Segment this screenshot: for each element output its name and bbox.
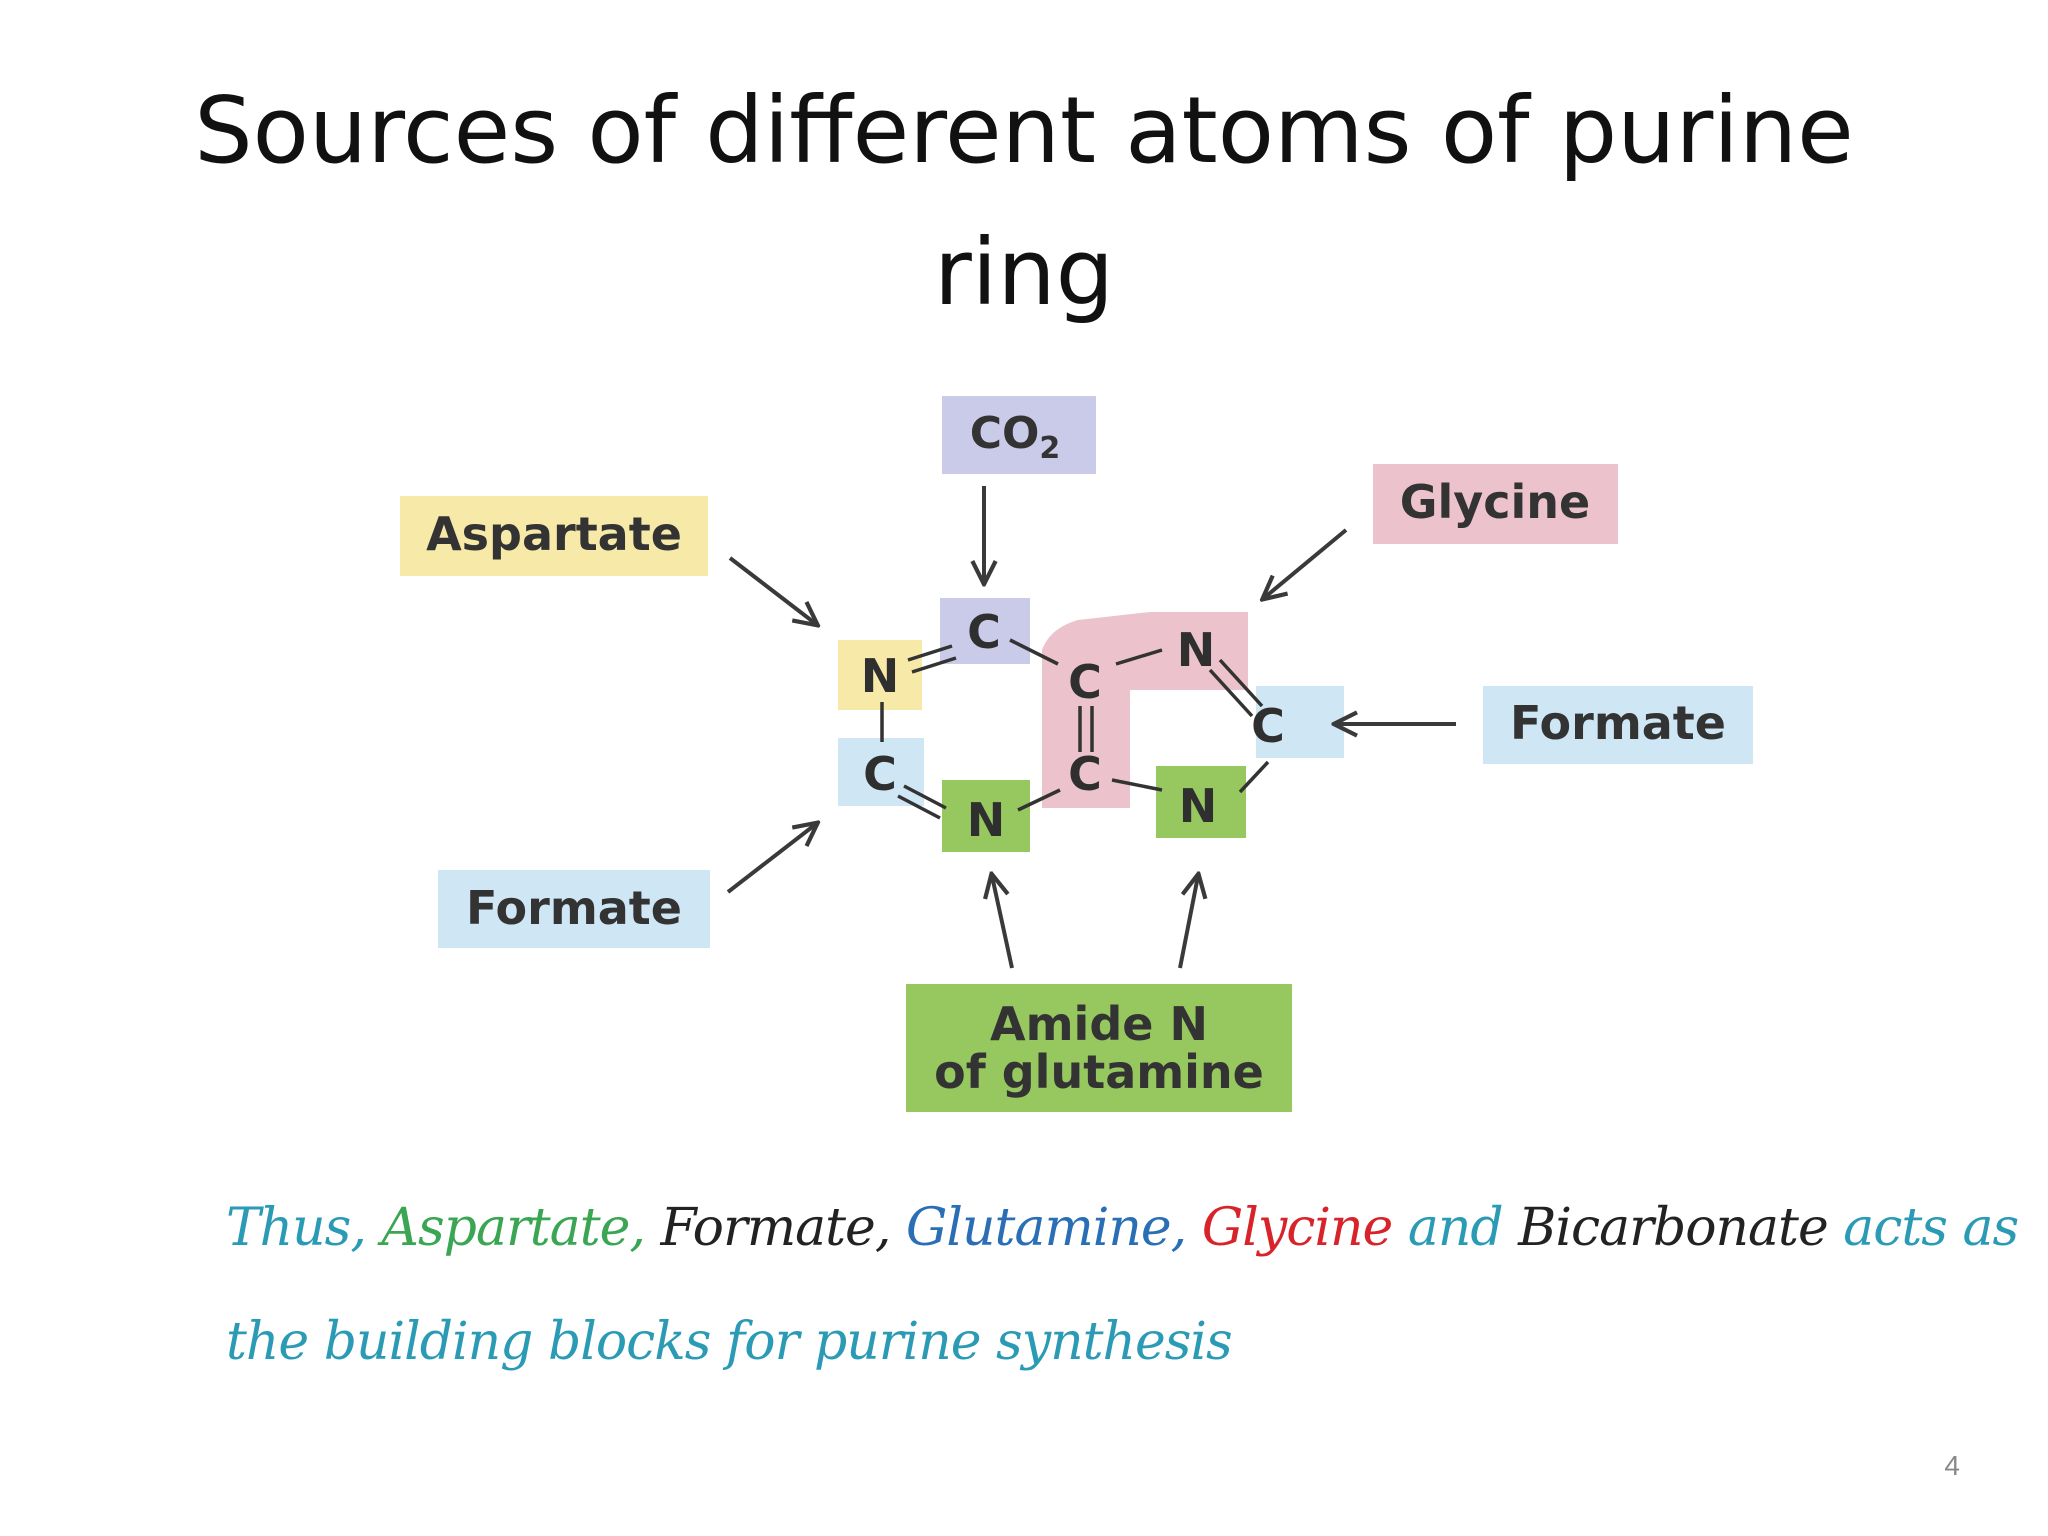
aspartate-box [400,496,708,576]
c2-highlight [838,738,924,806]
atom-n9: N [1179,779,1218,833]
arrow-glycine [1264,528,1348,598]
atom-n7: N [1177,623,1216,677]
bond-n1-c6-b [911,656,957,674]
glycine-source: Glycine [1373,464,1618,544]
n1-highlight [838,640,922,710]
caption-line-1: Thus, Aspartate, Formate, Glutamine, Gly… [226,1198,2019,1258]
formate-right-box [1483,686,1753,764]
arrow-formate-left [726,824,816,894]
amide-label-line-2: of glutamine [934,1045,1264,1099]
atom-n1: N [861,649,900,703]
bond-c4-n9 [1111,778,1163,792]
co2-label: CO [970,408,1040,459]
glycine-label: Glycine [1400,475,1591,529]
atom-n3: N [967,793,1006,847]
bond-c2-n3-a [903,784,947,810]
caption-bicarbonate: Bicarbonate [1518,1198,1829,1258]
slide-title: Sources of different atoms of purine rin… [104,60,1944,344]
glycine-atoms-highlight [1042,612,1248,808]
formate-right-source: Formate [1483,686,1753,764]
page-number: 4 [1944,1450,1960,1481]
formate-right-label: Formate [1510,696,1726,750]
caption-glycine: Glycine [1201,1198,1394,1258]
caption-thus: Thus, [226,1198,367,1258]
bond-c6-c5 [1009,638,1059,666]
arrow-amide-n3 [992,876,1014,969]
formate-left-label: Formate [466,881,682,935]
caption-formate: Formate, [660,1198,891,1258]
glycine-box [1373,464,1618,544]
atom-c4: C [1068,747,1102,801]
formate-left-box [438,870,710,948]
co2-box [942,396,1096,474]
formate-left-source: Formate [438,870,710,948]
caption-line-2: the building blocks for purine synthesis [226,1312,1233,1372]
n3-highlight [942,780,1030,852]
caption-and: and [1407,1198,1504,1258]
bond-n7-c8-b [1208,668,1254,718]
c8-highlight [1256,686,1344,758]
caption-aspartate: Aspartate, [381,1198,645,1258]
n9-highlight [1156,766,1246,838]
co2-subscript: 2 [1039,431,1060,466]
glutamine-source: Amide N of glutamine [906,984,1292,1112]
svg-text:CO2: CO2 [970,408,1061,466]
arrow-amide-n9 [1178,876,1198,969]
amide-label-line-1: Amide N [990,997,1208,1051]
ring-atoms: N C N C C C N C N [861,605,1285,847]
glutamine-box [906,984,1292,1112]
aspartate-label: Aspartate [426,507,682,561]
arrow-aspartate [728,556,816,624]
c6-highlight [940,598,1030,664]
bond-n1-c6-a [907,644,953,662]
atom-c5: C [1068,655,1102,709]
slide-title-line-2: ring [933,219,1115,326]
atom-c2: C [863,747,897,801]
co2-source: CO2 [942,396,1096,474]
aspartate-source: Aspartate [400,496,708,576]
purine-ring-diagram: CO2 Aspartate Glycine Formate Formate Am… [400,396,1753,1112]
slide-title-line-1: Sources of different atoms of purine [194,77,1854,184]
atom-highlights [838,598,1344,852]
atom-c6: C [967,605,1001,659]
atom-c8: C [1251,699,1285,753]
source-arrows [726,486,1456,969]
ring-bonds [880,638,1270,820]
bond-c8-n9 [1238,760,1270,794]
caption-glutamine: Glutamine, [905,1198,1187,1258]
bond-n3-c4 [1017,788,1061,812]
bond-c5-n7 [1115,648,1163,666]
caption-acts-as: acts as [1843,1198,2019,1258]
bond-c2-n3-b [897,794,941,820]
bond-n7-c8-a [1218,658,1264,708]
